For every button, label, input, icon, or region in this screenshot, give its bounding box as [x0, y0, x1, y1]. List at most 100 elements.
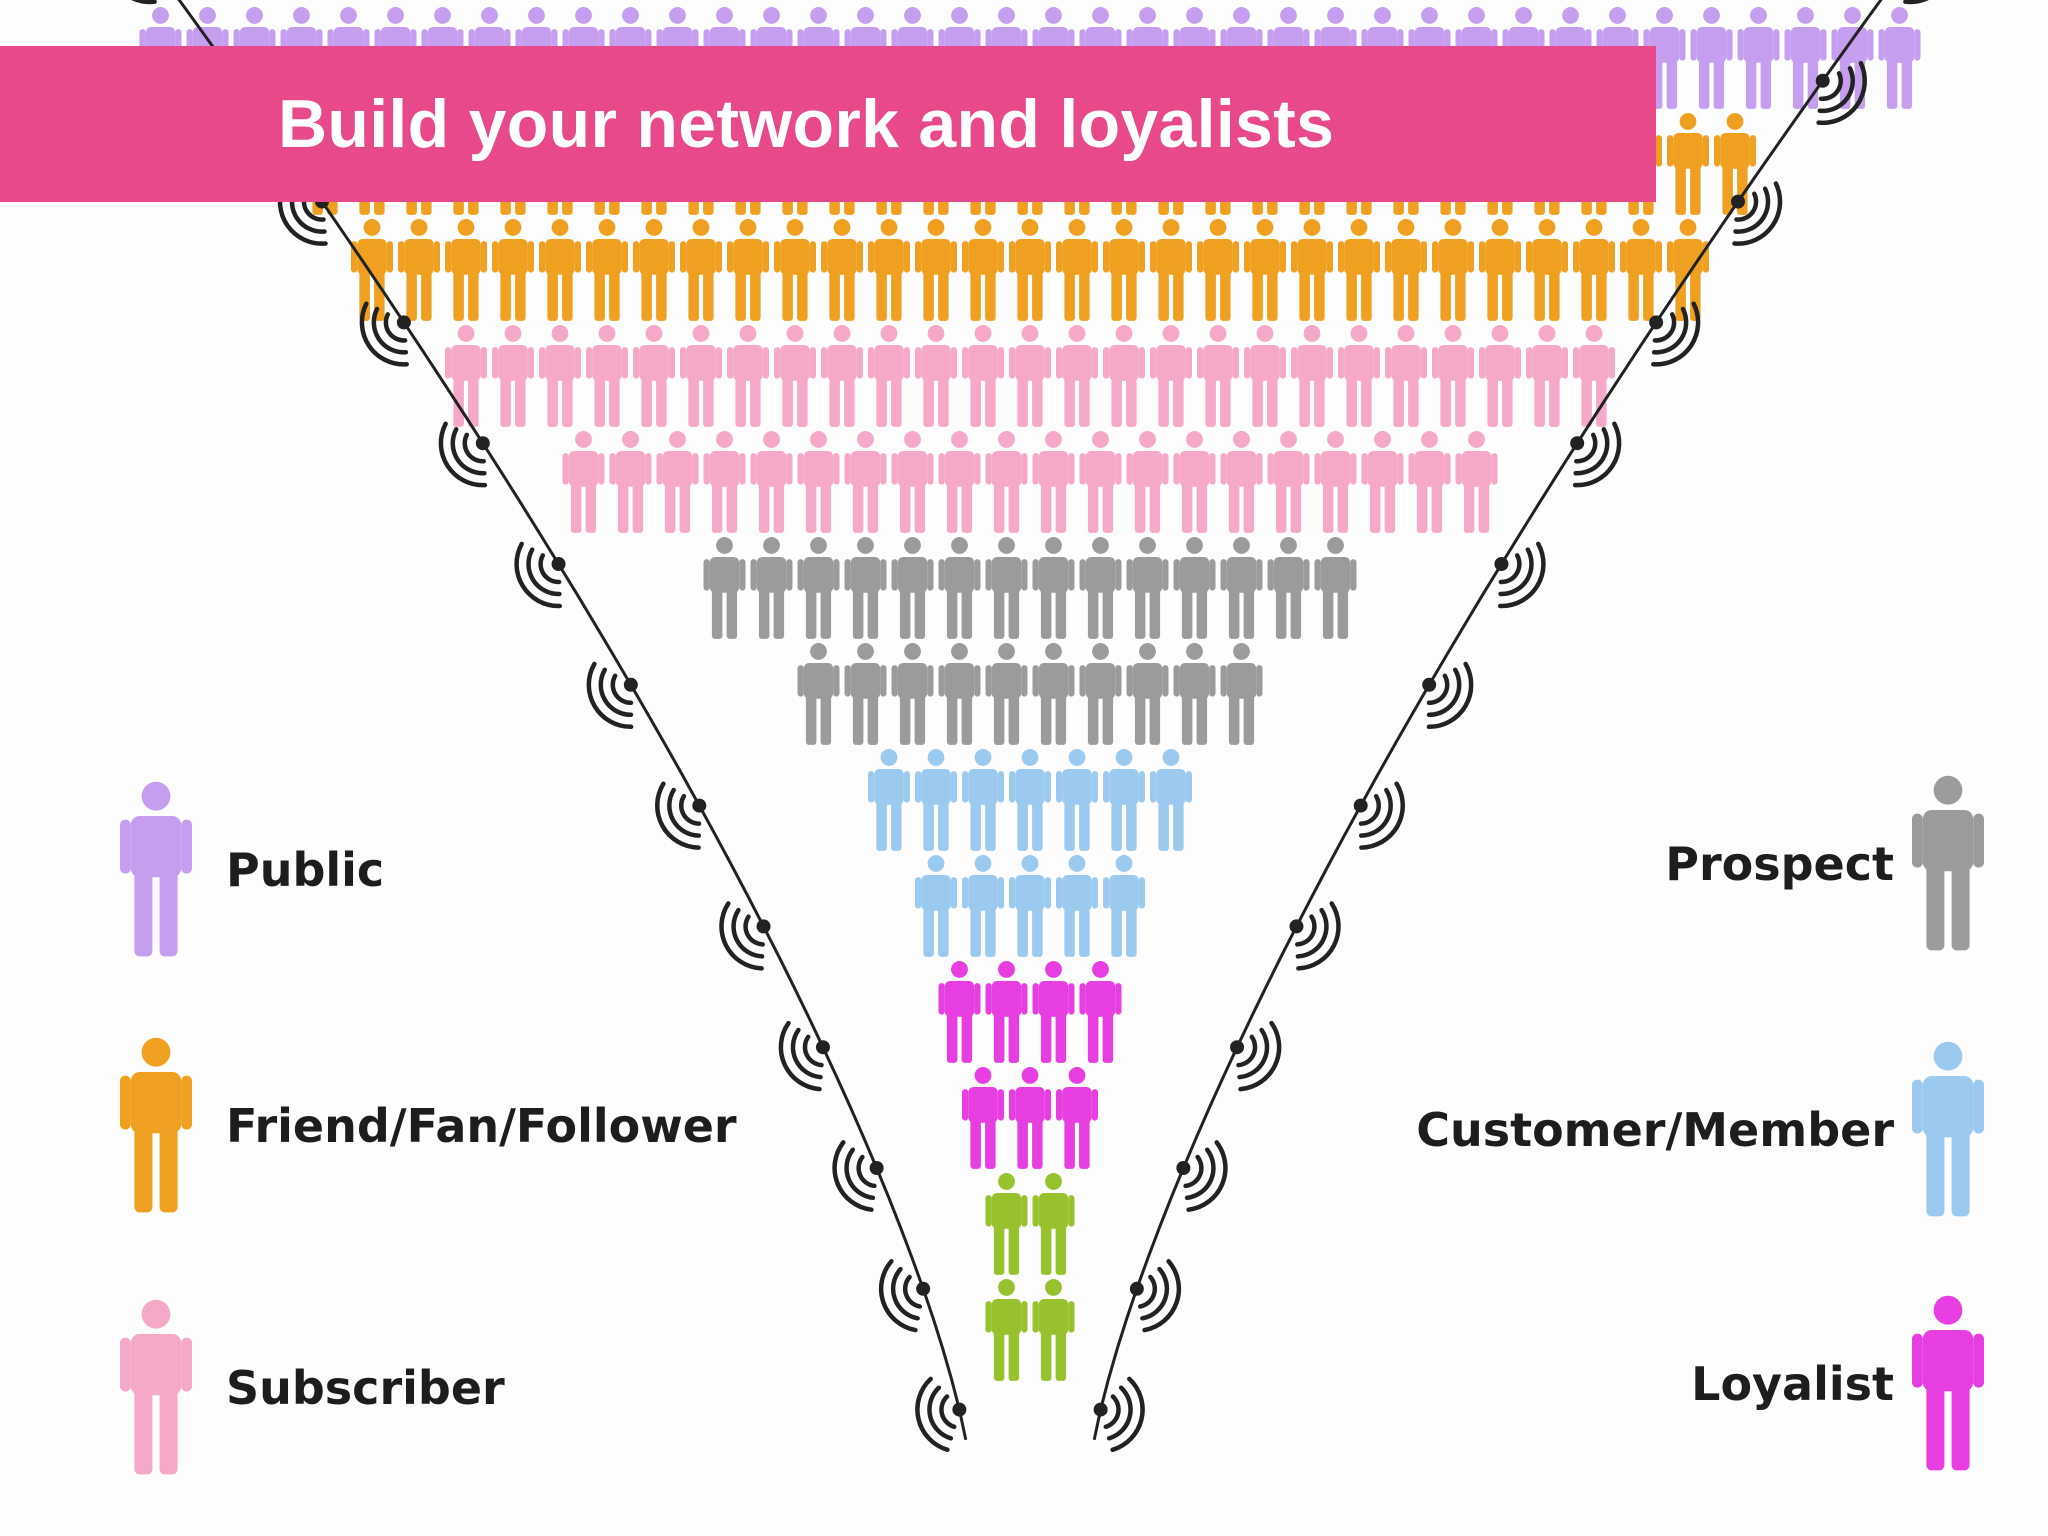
person-row	[351, 219, 1709, 321]
person-icon	[891, 643, 934, 745]
person-icon	[656, 431, 699, 533]
person-icon	[562, 431, 605, 533]
person-icon	[1173, 431, 1216, 533]
person-icon	[1032, 431, 1075, 533]
legend-prospect: Prospect	[1665, 774, 1984, 954]
person-row	[915, 855, 1145, 957]
person-icon	[1385, 325, 1427, 427]
person-icon	[1432, 219, 1474, 321]
person-row	[445, 325, 1615, 427]
person-icon	[938, 431, 981, 533]
person-icon	[1079, 431, 1122, 533]
person-icon	[1079, 643, 1122, 745]
person-icon	[915, 219, 957, 321]
legend-subscriber: Subscriber	[120, 1298, 505, 1478]
person-icon	[938, 961, 981, 1063]
person-icon	[1079, 961, 1122, 1063]
person-icon	[1220, 643, 1263, 745]
person-icon	[680, 219, 722, 321]
person-icon	[1126, 431, 1169, 533]
person-icon	[797, 431, 840, 533]
person-icon	[962, 749, 1004, 851]
legend-loyalist: Loyalist	[1691, 1294, 1984, 1474]
person-icon	[1173, 643, 1216, 745]
person-icon	[868, 219, 910, 321]
person-icon	[1314, 537, 1357, 639]
person-row	[962, 1067, 1098, 1169]
person-icon	[1479, 219, 1521, 321]
person-icon	[586, 219, 628, 321]
person-icon	[1338, 219, 1380, 321]
title-banner: Build your network and loyalists	[0, 46, 1656, 202]
person-icon	[1197, 219, 1239, 321]
person-icon	[985, 1173, 1028, 1275]
person-icon	[1620, 219, 1662, 321]
person-row	[797, 643, 1263, 745]
person-icon	[1103, 855, 1145, 957]
person-icon	[1267, 537, 1310, 639]
person-icon	[774, 219, 816, 321]
person-icon	[821, 219, 863, 321]
person-icon	[445, 219, 487, 321]
person-icon	[1009, 325, 1051, 427]
person-icon	[539, 325, 581, 427]
person-icon	[1878, 7, 1921, 109]
person-icon	[633, 219, 675, 321]
funnel-left-edge	[177, 0, 968, 1441]
person-icon	[120, 781, 192, 957]
person-icon	[962, 855, 1004, 957]
legend-label-subscriber: Subscriber	[226, 1361, 505, 1415]
person-icon	[844, 643, 887, 745]
person-icon	[1056, 219, 1098, 321]
person-row	[562, 431, 1498, 533]
person-row	[938, 961, 1122, 1063]
person-icon	[1912, 775, 1984, 951]
person-icon	[774, 325, 816, 427]
person-icon	[938, 537, 981, 639]
person-icon	[750, 431, 793, 533]
person-icon	[1432, 325, 1474, 427]
signal-node	[1903, 0, 1929, 5]
funnel-edges	[131, 0, 1929, 1453]
person-icon	[727, 325, 769, 427]
person-icon	[120, 1037, 192, 1213]
person-icon	[1526, 219, 1568, 321]
person-icon	[1912, 1041, 1984, 1217]
person-icon	[1009, 855, 1051, 957]
signal-node	[1731, 181, 1783, 246]
person-icon	[938, 643, 981, 745]
person-icon	[539, 219, 581, 321]
person-icon	[1912, 1295, 1984, 1471]
legend-label-loyalist: Loyalist	[1691, 1357, 1894, 1411]
legend-customer: Customer/Member	[1416, 1040, 1984, 1220]
person-icon	[891, 537, 934, 639]
person-icon	[1032, 1279, 1075, 1381]
person-icon	[1009, 749, 1051, 851]
person-icon	[962, 325, 1004, 427]
person-icon	[1244, 325, 1286, 427]
signal-node	[438, 421, 490, 488]
person-icon	[797, 643, 840, 745]
person-icon	[1573, 325, 1615, 427]
person-icon	[1526, 325, 1568, 427]
person-icon	[398, 219, 440, 321]
person-icon	[492, 219, 534, 321]
person-icon	[750, 537, 793, 639]
person-icon	[1479, 325, 1521, 427]
signal-node	[1353, 781, 1405, 850]
signal-node	[514, 541, 566, 609]
person-icon	[1009, 1067, 1051, 1169]
signal-node	[586, 661, 638, 730]
person-icon	[1103, 749, 1145, 851]
funnel-right-edge	[1092, 0, 1883, 1441]
person-icon	[1267, 431, 1310, 533]
person-icon	[1056, 1067, 1098, 1169]
person-icon	[1150, 219, 1192, 321]
signal-node	[359, 301, 411, 367]
person-icon	[962, 1067, 1004, 1169]
person-icon	[1056, 855, 1098, 957]
person-icon	[633, 325, 675, 427]
person-icon	[1361, 431, 1404, 533]
person-icon	[1079, 537, 1122, 639]
